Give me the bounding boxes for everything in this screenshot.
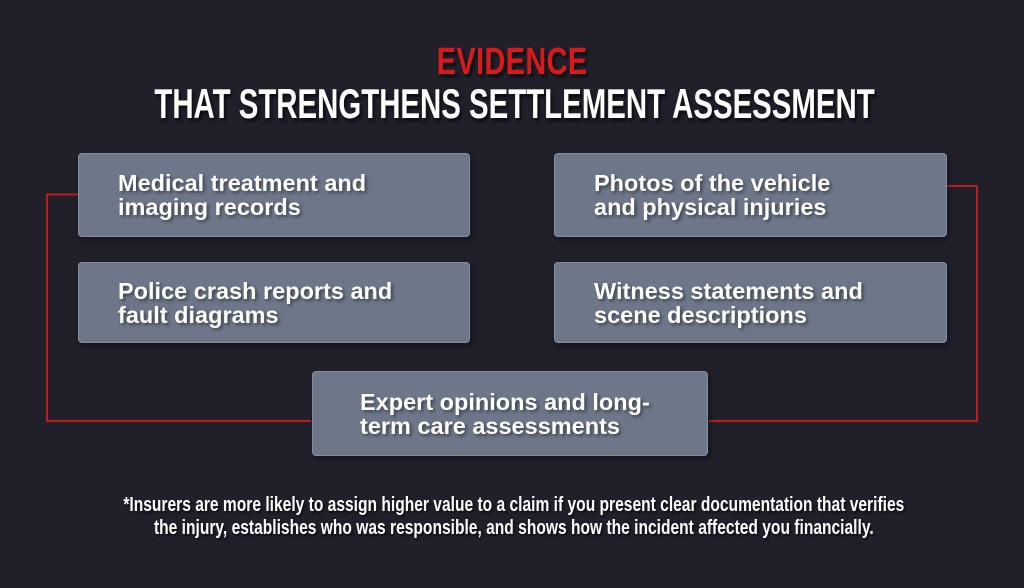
evidence-box-text-line: scene descriptions bbox=[594, 301, 807, 328]
evidence-box-text-line: Medical treatment and bbox=[118, 170, 367, 196]
page-title: EVIDENCE bbox=[436, 41, 588, 83]
footnote-text: *Insurers are more likely to assign high… bbox=[123, 493, 905, 539]
footnote-line: *Insurers are more likely to assign high… bbox=[123, 493, 905, 516]
evidence-box-text-line: Witness statements and bbox=[594, 277, 863, 304]
evidence-box-medical-records: Medical treatment and imaging records bbox=[78, 153, 470, 237]
page-subtitle: THAT STRENGTHENS SETTLEMENT ASSESSMENT bbox=[154, 80, 875, 127]
footnote-line: the injury, establishes who was responsi… bbox=[153, 515, 874, 539]
page-title-row: EVIDENCE bbox=[0, 42, 1024, 90]
evidence-box-expert-opinions: Expert opinions and long- term care asse… bbox=[312, 371, 708, 456]
evidence-box-text-line: imaging records bbox=[118, 194, 301, 220]
evidence-box-text-line: and physical injuries bbox=[594, 194, 827, 220]
evidence-box-text-line: fault diagrams bbox=[118, 301, 279, 328]
footnote: *Insurers are more likely to assign high… bbox=[0, 493, 1024, 539]
evidence-box-text-line: Expert opinions and long- bbox=[360, 388, 650, 415]
evidence-box-text-line: Police crash reports and bbox=[118, 277, 393, 304]
evidence-box-police-reports: Police crash reports and fault diagrams bbox=[78, 262, 470, 343]
evidence-box-witness-statements: Witness statements and scene description… bbox=[554, 262, 947, 343]
evidence-box-text-line: Photos of the vehicle bbox=[594, 170, 831, 196]
evidence-box-vehicle-photos: Photos of the vehicle and physical injur… bbox=[554, 153, 947, 237]
page-subtitle-row: THAT STRENGTHENS SETTLEMENT ASSESSMENT bbox=[0, 82, 1024, 136]
evidence-box-text-line: term care assessments bbox=[360, 412, 620, 439]
